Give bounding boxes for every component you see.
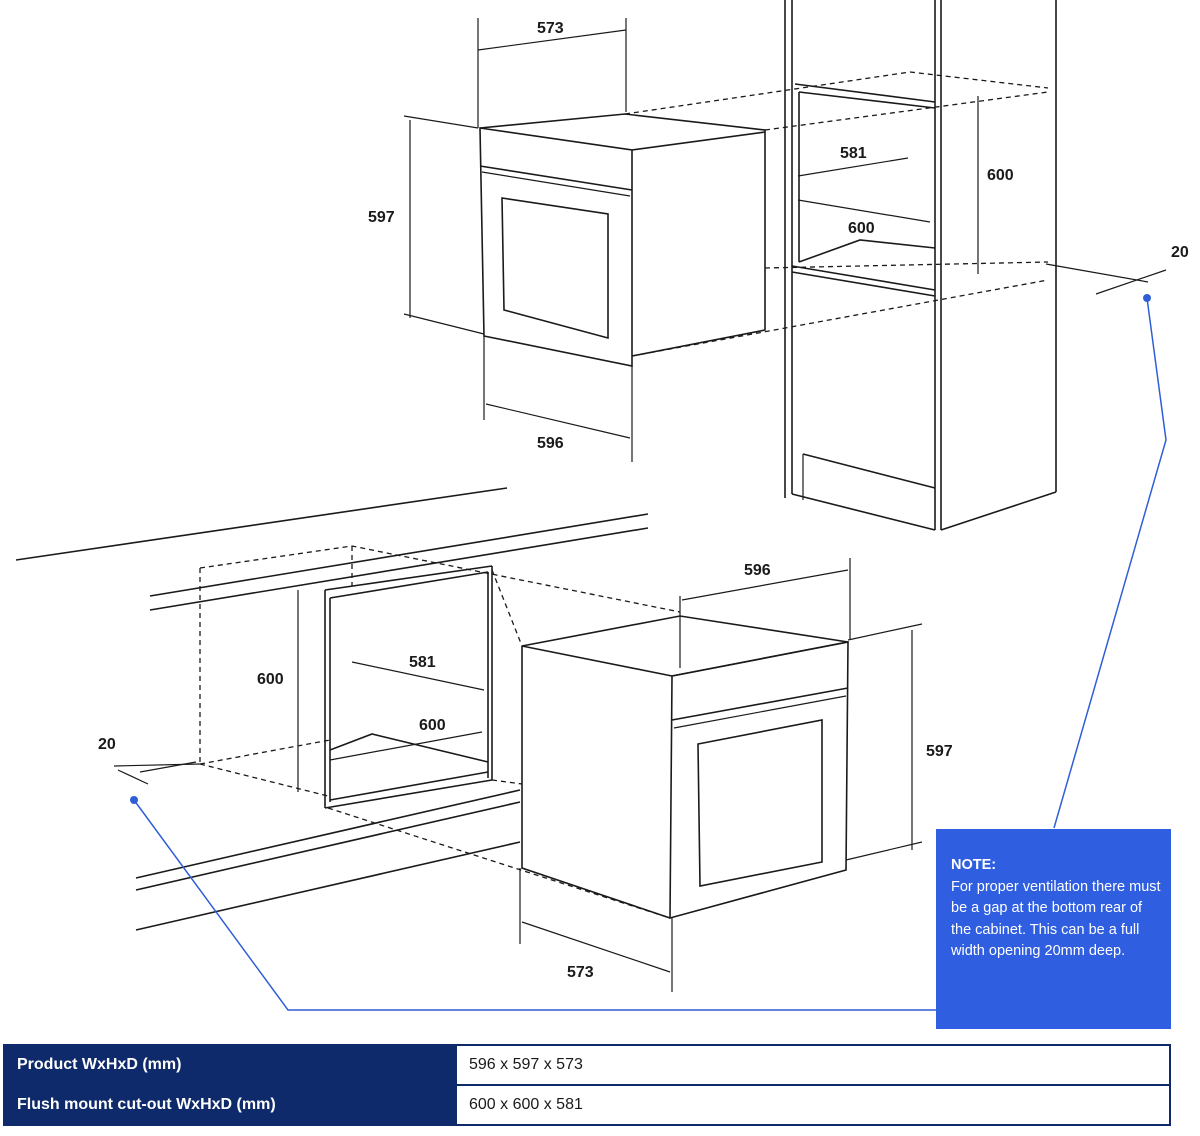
bottom-cabinet-gap-label: 20 (98, 736, 116, 753)
installation-diagram: 573 597 596 581 600 600 20 (15, 0, 1189, 1011)
ventilation-note: NOTE: For proper ventilation there must … (936, 829, 1171, 1029)
bottom-cabinet-depth-label: 581 (409, 654, 436, 671)
top-oven-width-label: 596 (537, 435, 564, 452)
top-cabinet (784, 0, 1057, 531)
bottom-gap-marker-dot (130, 796, 138, 804)
note-text: For proper ventilation there must be a g… (951, 878, 1161, 960)
bottom-cutout (324, 565, 493, 809)
top-cabinet-depth-label: 581 (840, 145, 867, 162)
top-cabinet-height-label: 600 (987, 167, 1014, 184)
bottom-cabinet-height-label: 600 (257, 671, 284, 688)
table-row-value: 596 x 597 x 573 (455, 1044, 1171, 1086)
table-row: Product WxHxD (mm) 596 x 597 x 573 (3, 1044, 1171, 1086)
dimensions-table: Product WxHxD (mm) 596 x 597 x 573 Flush… (3, 1044, 1171, 1126)
top-oven (479, 113, 766, 367)
table-row: Flush mount cut-out WxHxD (mm) 600 x 600… (3, 1084, 1171, 1126)
top-cabinet-dimensions (797, 96, 1167, 295)
bottom-oven (521, 615, 849, 920)
top-projection-lines (624, 71, 1049, 357)
bottom-oven-depth-label: 573 (567, 964, 594, 981)
bottom-oven-dimensions (519, 558, 923, 992)
bottom-oven-height-label: 597 (926, 743, 953, 760)
top-cabinet-gap-label: 20 (1171, 244, 1189, 261)
bottom-cutout-outline (199, 545, 681, 919)
top-gap-marker-dot (1143, 294, 1151, 302)
note-leader-lines (130, 294, 1167, 1011)
bottom-cutout-dimensions (113, 590, 485, 792)
top-oven-depth-label: 573 (537, 20, 564, 37)
top-oven-dimensions (403, 18, 633, 462)
bottom-cabinet-width-label: 600 (419, 717, 446, 734)
top-oven-height-label: 597 (368, 209, 395, 226)
bottom-oven-width-label: 596 (744, 562, 771, 579)
table-row-value: 600 x 600 x 581 (455, 1084, 1171, 1126)
note-title: NOTE: (951, 857, 997, 873)
table-row-label: Flush mount cut-out WxHxD (mm) (3, 1084, 457, 1126)
bottom-bench-lines (15, 487, 649, 931)
top-cabinet-width-label: 600 (848, 220, 875, 237)
table-row-label: Product WxHxD (mm) (3, 1044, 457, 1086)
